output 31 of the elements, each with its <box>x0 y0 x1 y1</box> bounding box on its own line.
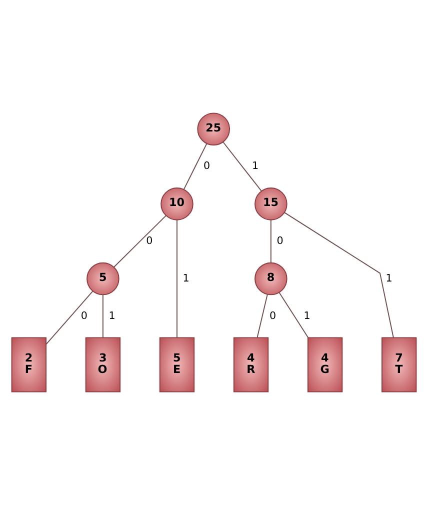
node-circle: 10 <box>160 188 194 220</box>
node-circle: 25 <box>197 112 230 146</box>
connector <box>256 294 268 338</box>
connector <box>270 219 272 264</box>
node-box: 2 F <box>11 337 46 392</box>
node-box: 7 T <box>382 337 417 392</box>
edge-label: 0 <box>80 310 88 322</box>
connector <box>46 290 94 345</box>
connector <box>222 142 262 192</box>
edge-label: 1 <box>252 160 259 172</box>
edge-label: 0 <box>276 235 284 248</box>
connector <box>102 294 104 338</box>
edge-label: 0 <box>270 310 276 322</box>
node-circle: 5 <box>86 262 120 296</box>
node-circle: 15 <box>254 188 288 220</box>
edge-label: 1 <box>108 310 116 322</box>
node-circle: 8 <box>254 262 288 296</box>
node-box: 4 R <box>233 337 269 392</box>
edge-label: 1 <box>182 272 190 284</box>
connector <box>278 292 309 338</box>
connector <box>113 215 167 268</box>
connector <box>183 143 208 190</box>
connector <box>176 220 178 338</box>
edge-label: 1 <box>386 272 392 284</box>
connector <box>284 212 394 338</box>
edge-label: 0 <box>204 160 210 172</box>
node-box: 4 G <box>307 337 343 392</box>
edge-label: 0 <box>146 235 153 248</box>
node-box: 5 E <box>159 337 195 392</box>
edge-label: 1 <box>304 310 310 322</box>
node-box: 3 O <box>85 337 121 392</box>
